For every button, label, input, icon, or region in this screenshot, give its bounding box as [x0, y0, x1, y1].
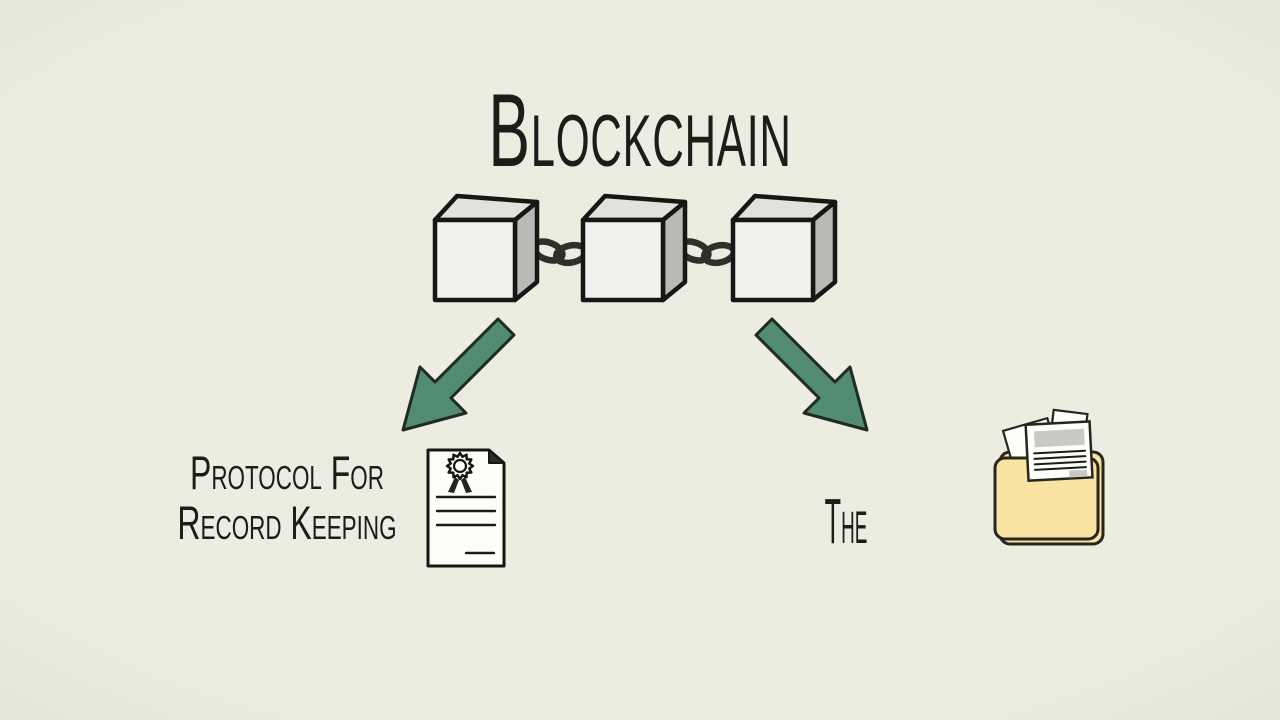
block-cube-3 [733, 196, 835, 300]
page-title: Blockchain [488, 73, 792, 189]
document-text-lines [1033, 449, 1087, 471]
certificate-text-lines [435, 495, 497, 555]
certificate-seal-center [452, 458, 468, 474]
down-left-arrow-icon [401, 317, 516, 432]
document-header-block [1033, 428, 1085, 448]
down-right-arrow-icon [754, 317, 869, 432]
certificate-fold-corner [488, 449, 505, 464]
folder-documents-icon [993, 408, 1105, 546]
certificate-seal-rosette [445, 451, 475, 481]
certificate-ribbon-left [448, 477, 459, 493]
certificate-ribbon-right [461, 477, 472, 493]
certificate-paper [426, 448, 506, 568]
block-cube-2 [583, 196, 685, 300]
left-branch-label: Protocol For Record Keeping [165, 448, 410, 548]
right-branch-label: The [824, 485, 868, 557]
document-footer-block [1069, 469, 1088, 478]
left-branch-label-line2: Record Keeping [177, 496, 397, 549]
block-cubes-icon [435, 196, 835, 300]
left-branch-label-line1: Protocol For [190, 446, 384, 499]
block-cube-1 [435, 196, 537, 300]
certificate-icon [426, 448, 506, 568]
folder-front-document [1024, 420, 1094, 483]
chain-link-icon-left [530, 238, 590, 267]
